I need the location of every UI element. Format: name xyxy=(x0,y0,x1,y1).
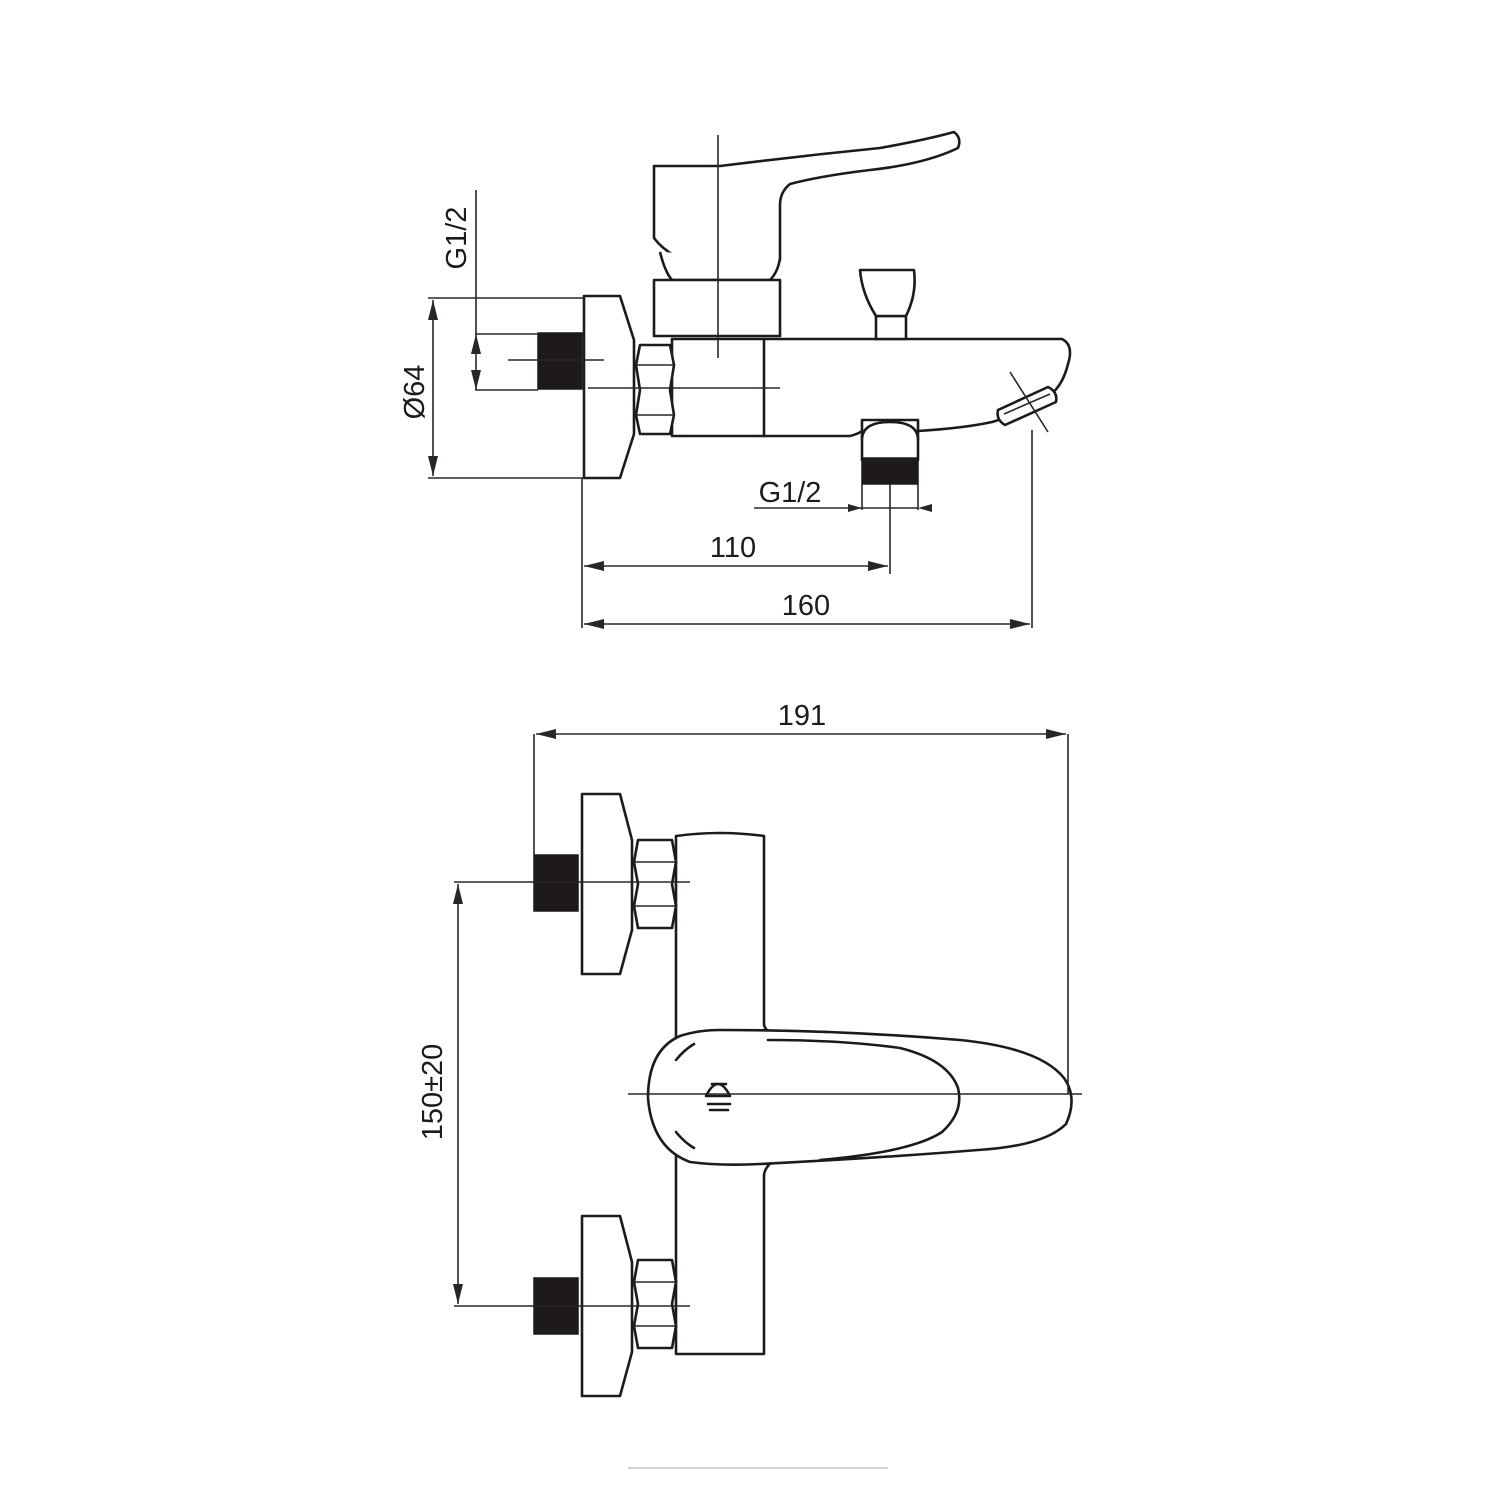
inlet-spacing-label: 150±20 xyxy=(417,1044,449,1141)
lever-handle xyxy=(652,130,961,271)
outlet-thread-label: G1/2 xyxy=(759,477,822,509)
wall-flange xyxy=(582,294,636,480)
spout-reach-label: 160 xyxy=(782,590,830,622)
hex-nut-lines xyxy=(636,364,674,416)
hex-nut xyxy=(634,343,676,436)
indicator-mark-cold xyxy=(674,1130,696,1150)
indicator-mark-hot xyxy=(674,1042,696,1062)
inlet-thread-label: G1/2 xyxy=(441,207,473,270)
aerator-text-mark xyxy=(1003,393,1051,415)
cartridge-housing xyxy=(652,278,782,338)
top-lever xyxy=(646,1028,1073,1166)
body-diameter-label: Ø64 xyxy=(399,365,431,420)
aerator-centerline xyxy=(1009,371,1049,433)
top-hex-nut-lower xyxy=(632,1258,678,1350)
top-hex-nut-upper xyxy=(632,838,678,930)
overall-width-label: 191 xyxy=(778,700,826,732)
top-flange-upper xyxy=(580,792,634,976)
top-view: 191 150±20 xyxy=(417,700,1082,1469)
diverter-knob xyxy=(858,268,916,341)
brand-logo-icon xyxy=(704,1082,732,1112)
lever-inner-curve xyxy=(766,1038,961,1162)
side-view: G1/2 Ø64 G1/2 110 160 xyxy=(399,130,1072,629)
outlet-thread xyxy=(861,457,919,485)
top-inlet-thread-upper xyxy=(533,854,579,912)
inlet-thread xyxy=(537,332,583,390)
aerator xyxy=(996,385,1058,427)
outlet-thread-cap xyxy=(860,420,920,441)
outlet-distance-label: 110 xyxy=(710,532,756,564)
